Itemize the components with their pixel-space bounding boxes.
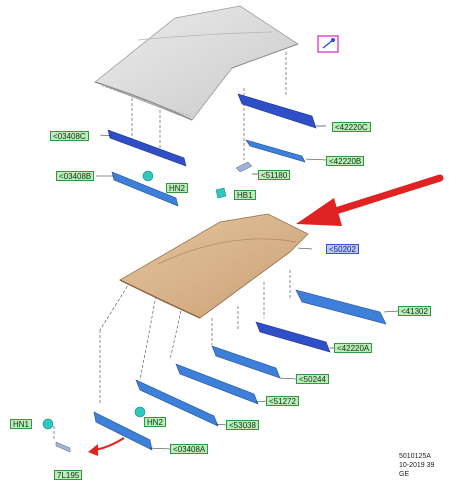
callout-41302: <41302	[398, 306, 431, 316]
callout-42220b: <42220B	[326, 156, 365, 166]
callout-51180: <51180	[258, 170, 291, 180]
teal-fasteners-upper	[142, 170, 227, 199]
tan-roof-panel	[119, 213, 309, 319]
small-red-arrow	[88, 437, 125, 456]
diagram-code: 5010125A	[399, 453, 431, 460]
callout-hn2-upper: HN2	[166, 183, 189, 193]
callout-50244: <50244	[296, 374, 329, 384]
callout-42220a: <42220A	[334, 343, 373, 353]
callout-42220c: <42220C	[332, 122, 371, 132]
callout-leaders	[96, 125, 399, 450]
upper-blue-brackets	[107, 93, 317, 207]
callout-hn1: HN1	[10, 419, 33, 429]
lower-blue-brackets	[55, 289, 387, 453]
diagram-region: GE	[399, 471, 410, 478]
callout-hn2-lower: HN2	[144, 417, 167, 427]
callout-03408b: <03408B	[56, 171, 95, 181]
callout-53038: <53038	[226, 420, 259, 430]
callout-hb1: HB1	[234, 190, 256, 200]
red-pointer-arrow	[296, 174, 444, 226]
callout-50202: <50202	[326, 244, 359, 254]
diagram-date: 10-2019 39	[399, 462, 435, 469]
callout-7l195: 7L195	[54, 470, 83, 480]
callout-51272: <51272	[266, 396, 299, 406]
teal-fasteners-lower	[42, 406, 146, 430]
highlight-marker-icon	[317, 35, 339, 53]
callout-03408a: <03408A	[170, 444, 209, 454]
gray-roof-panel	[94, 5, 299, 121]
callout-03408c: <03408C	[50, 131, 89, 141]
